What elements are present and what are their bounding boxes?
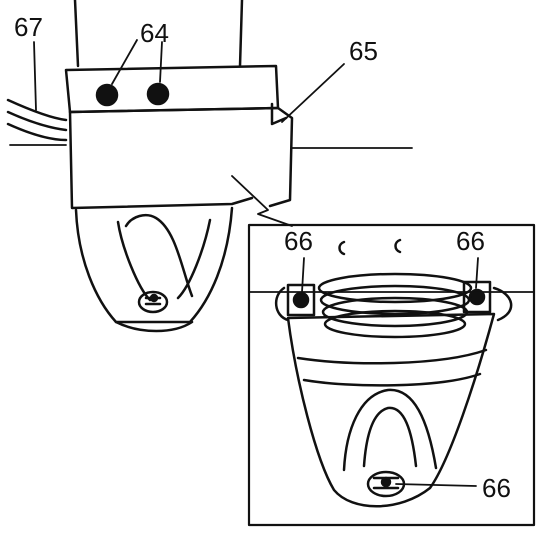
detail-frame bbox=[247, 223, 536, 527]
label-67: 67 bbox=[14, 12, 43, 42]
power-cord bbox=[6, 98, 68, 142]
screw-64-right bbox=[146, 82, 170, 106]
label-64: 64 bbox=[140, 18, 169, 48]
shaft-right bbox=[238, 0, 244, 68]
top-cover bbox=[64, 64, 294, 210]
detail-caster bbox=[249, 238, 535, 508]
label-66-bottom: 66 bbox=[482, 473, 511, 503]
label-66-left: 66 bbox=[284, 226, 313, 256]
detail-leader bbox=[231, 175, 293, 227]
label-66-right: 66 bbox=[456, 226, 485, 256]
shaft-left bbox=[73, 0, 80, 68]
caster-housing bbox=[74, 206, 234, 333]
label-65: 65 bbox=[349, 36, 378, 66]
screw-64-left bbox=[95, 83, 119, 107]
